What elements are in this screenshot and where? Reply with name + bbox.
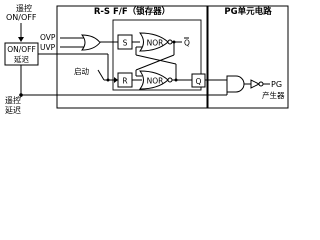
pg-unit-block [207,5,289,109]
q-pin-label: Q [196,77,202,86]
nor-top-bubble-icon [167,39,173,45]
inverter-bubble-icon [258,81,264,87]
remote-label-top: 遥控 [16,3,32,13]
rs-ff-title: R-S F/F（锁存器） [94,6,170,17]
nor-gate-top-icon [138,32,169,52]
on-off-label-top: ON/OFF [6,13,37,22]
inverter-icon [250,79,261,89]
on-off-arrow-icon [18,37,24,42]
remote-delay-line1: 遥控 [5,95,21,105]
startup-arrow-icon [114,77,118,83]
uvp-label: UVP [40,43,56,52]
nor-top-label: NOR [147,39,164,48]
q-bar-label: Q [184,39,190,48]
pg-unit-title: PG单元电路 [224,6,272,17]
s-pin-label: S [123,39,128,48]
or-gate-icon [80,34,101,51]
r-pin-label: R [122,77,127,86]
pg-out-label: PG [271,80,282,89]
nor-bottom-bubble-icon [167,77,173,83]
remote-delay-line2: 延迟 [5,105,21,115]
pg-generator-label: 产生器 [262,90,285,100]
nor-gate-bottom-icon [138,70,169,90]
latch-inner-box [112,19,202,91]
startup-wire [97,69,105,81]
startup-label: 启动 [74,66,89,76]
rs-ff-block [56,5,208,109]
nor-bottom-label: NOR [147,77,164,86]
on-off-delay-line1: ON/OFF [7,45,36,54]
and-gate-icon [226,75,245,93]
rs-flipflop-pg-diagram: R-S F/F（锁存器） PG单元电路 遥控 ON/OFF ON/OFF 延迟 … [4,3,289,115]
ovp-label: OVP [40,33,56,42]
on-off-delay-line2: 延迟 [14,54,29,64]
